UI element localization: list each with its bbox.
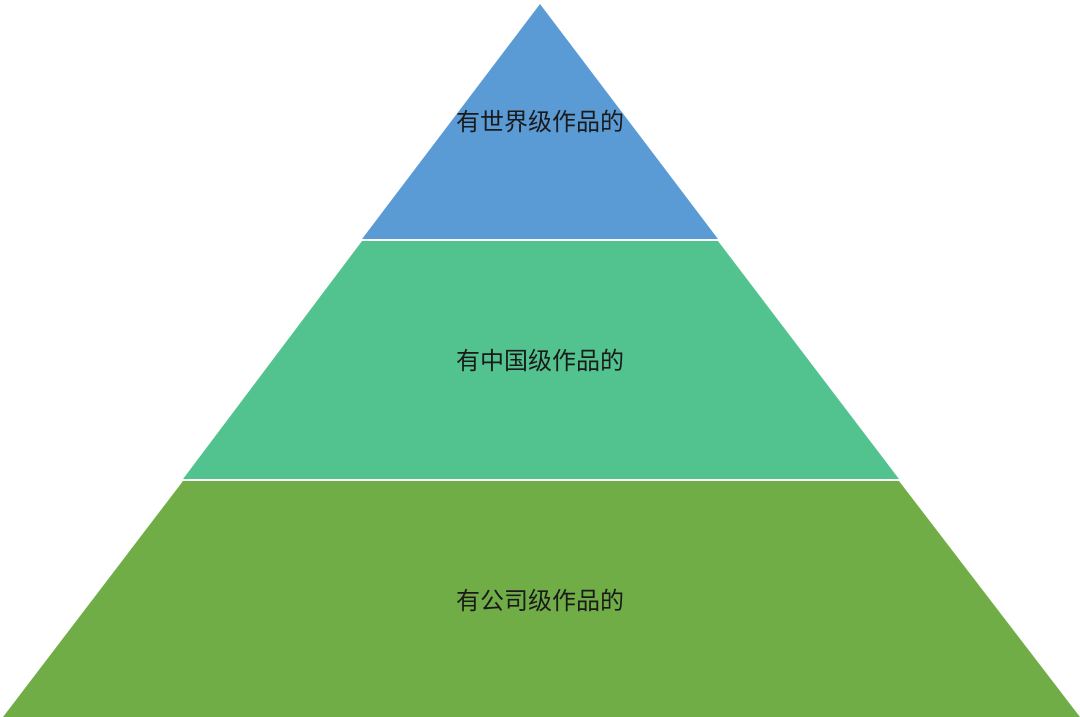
pyramid-tier-top-label: 有世界级作品的 bbox=[456, 108, 624, 136]
pyramid-tier-middle-label: 有中国级作品的 bbox=[456, 347, 624, 375]
pyramid-tier-bottom bbox=[3, 481, 1080, 717]
pyramid-tier-middle bbox=[183, 241, 899, 479]
pyramid-tier-top bbox=[362, 4, 718, 239]
pyramid-tier-bottom-label: 有公司级作品的 bbox=[456, 587, 624, 615]
